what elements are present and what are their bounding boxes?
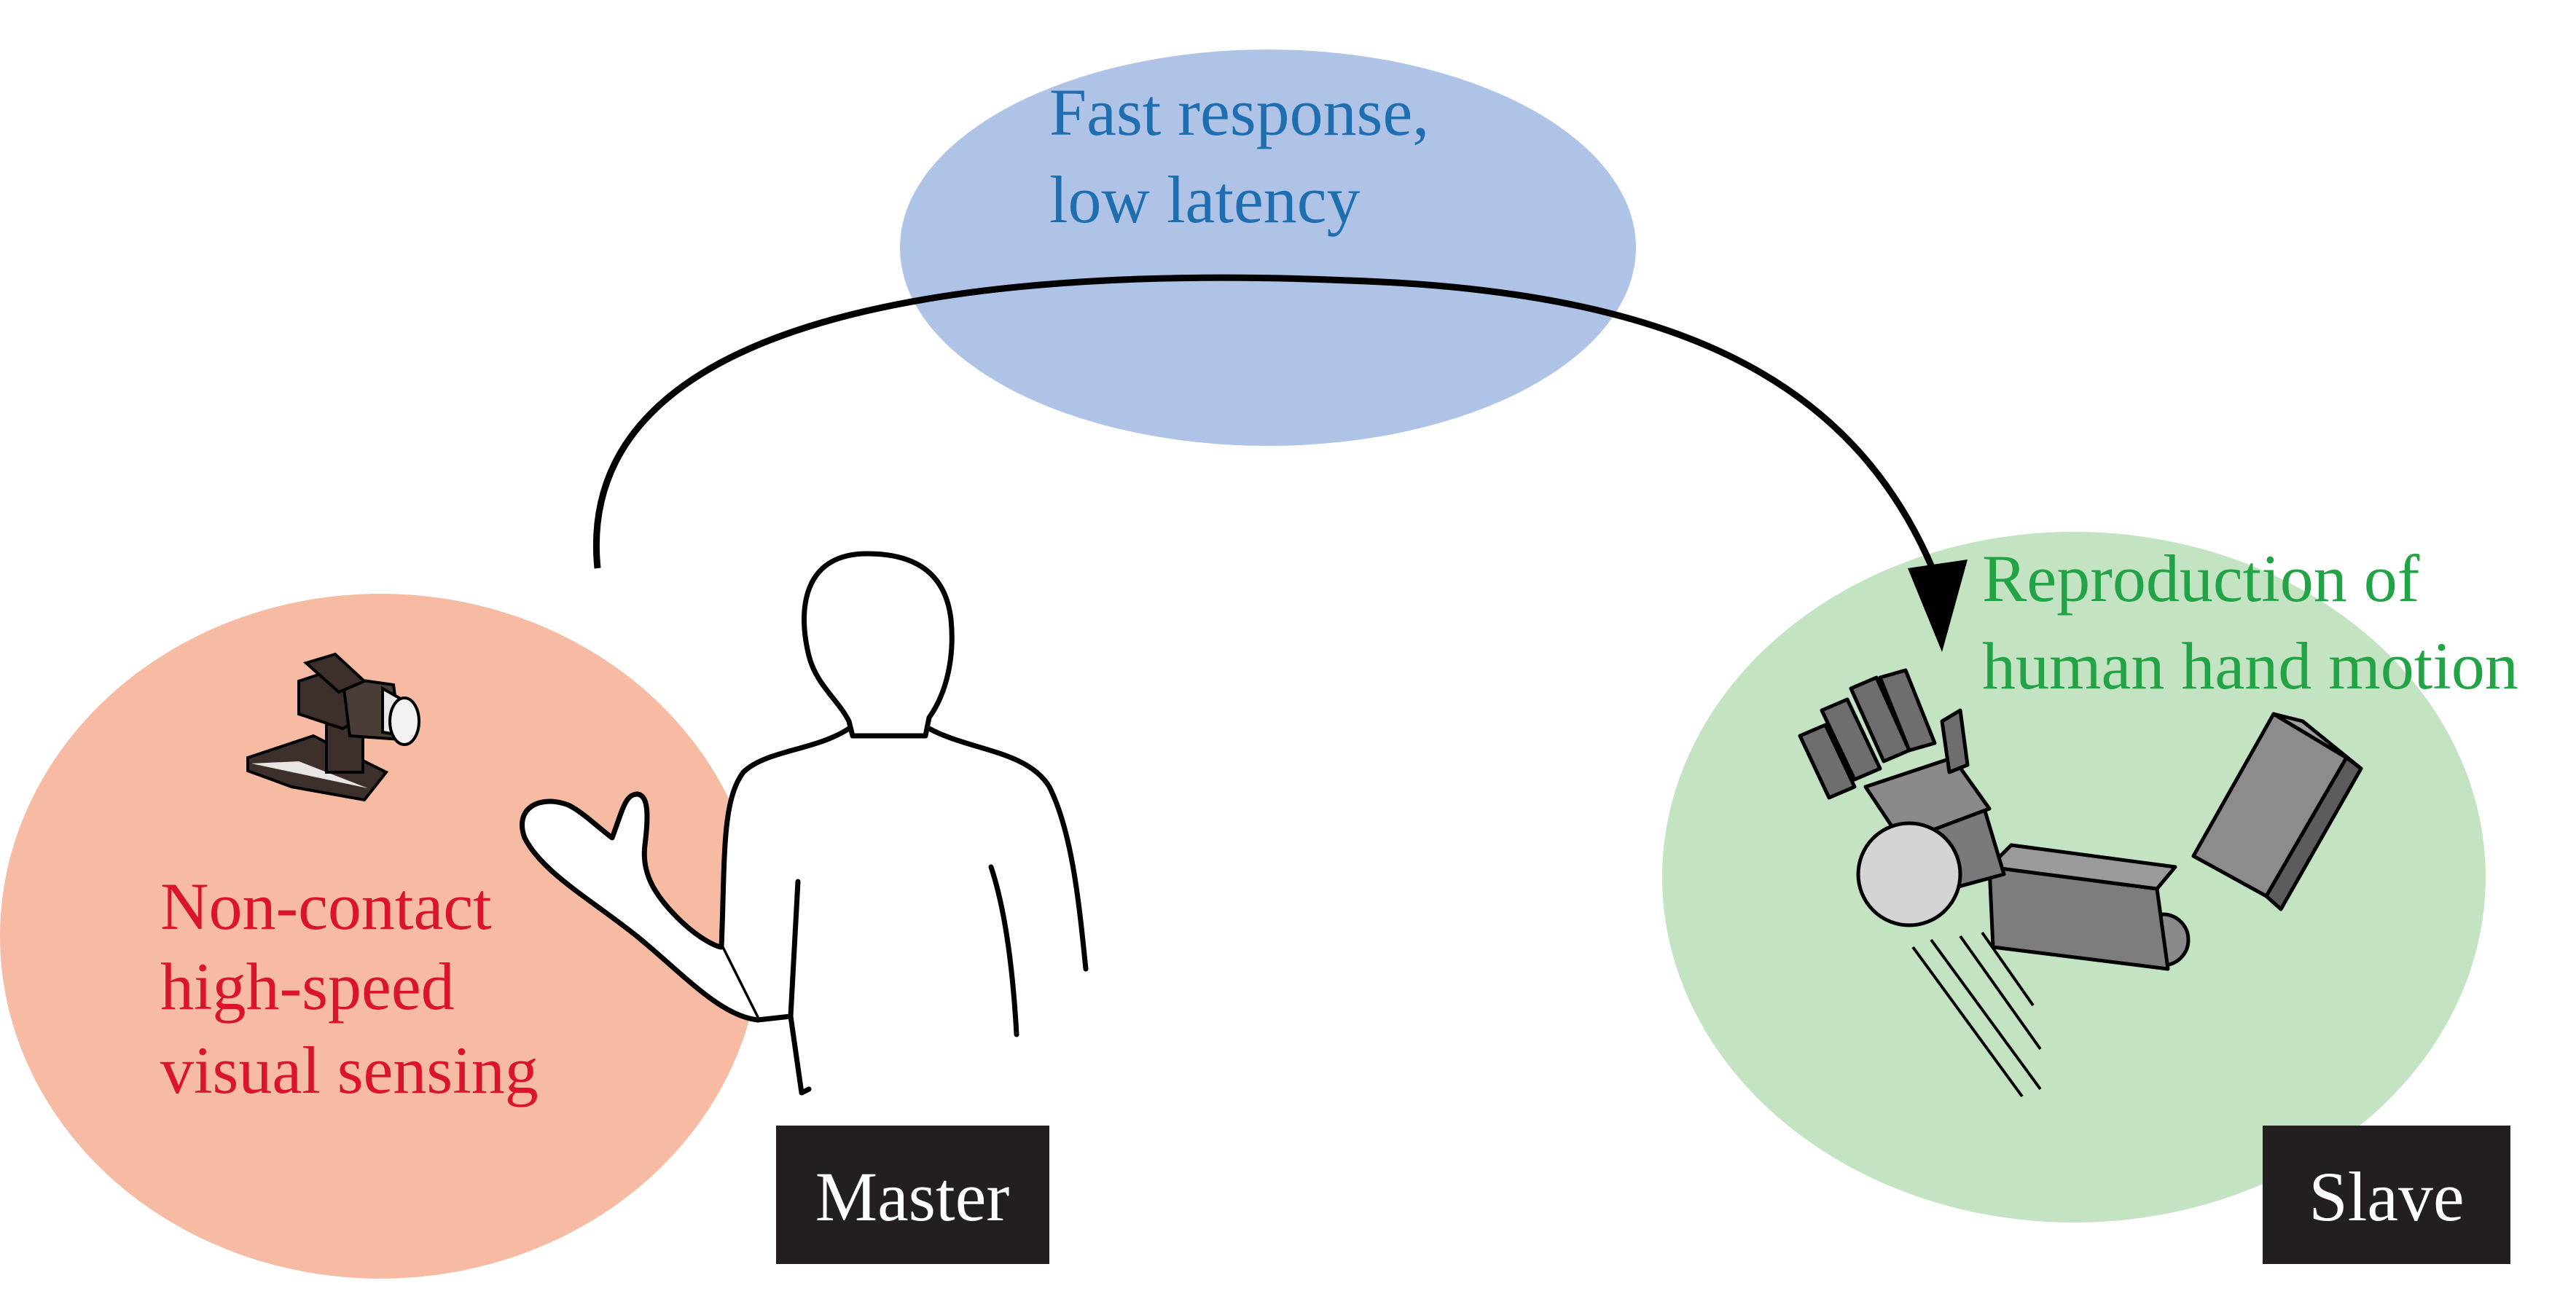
flow-arrow-head (1908, 560, 1968, 652)
left-bubble (0, 594, 761, 1279)
top-bubble-label: Fast response, low latency (1049, 75, 1429, 237)
right-bubble-line-2: human hand motion (1982, 629, 2518, 703)
high-speed-camera-icon (246, 652, 420, 802)
master-tag-label: Master (815, 1158, 1010, 1236)
left-bubble-line-3: visual sensing (160, 1033, 539, 1107)
master-tag: Master (776, 1126, 1049, 1264)
robot-arm-illustration (1798, 668, 2363, 1098)
robot-fingers (1798, 668, 1970, 800)
top-bubble-line-1: Fast response, (1049, 75, 1429, 149)
left-bubble-label: Non-contact high-speed visual sensing (160, 869, 539, 1107)
human-operator-figure (519, 551, 1089, 1096)
right-bubble-line-1: Reproduction of (1982, 541, 2420, 616)
flow-arrow (592, 274, 1942, 584)
slave-tag: Slave (2263, 1126, 2510, 1264)
slave-tag-label: Slave (2309, 1158, 2464, 1236)
top-bubble (900, 50, 1636, 446)
top-bubble-line-2: low latency (1049, 162, 1361, 237)
motion-lines (1911, 931, 2042, 1098)
right-bubble-label: Reproduction of human hand motion (1982, 541, 2518, 703)
left-bubble-line-2: high-speed (160, 949, 455, 1024)
left-bubble-line-1: Non-contact (160, 869, 492, 943)
